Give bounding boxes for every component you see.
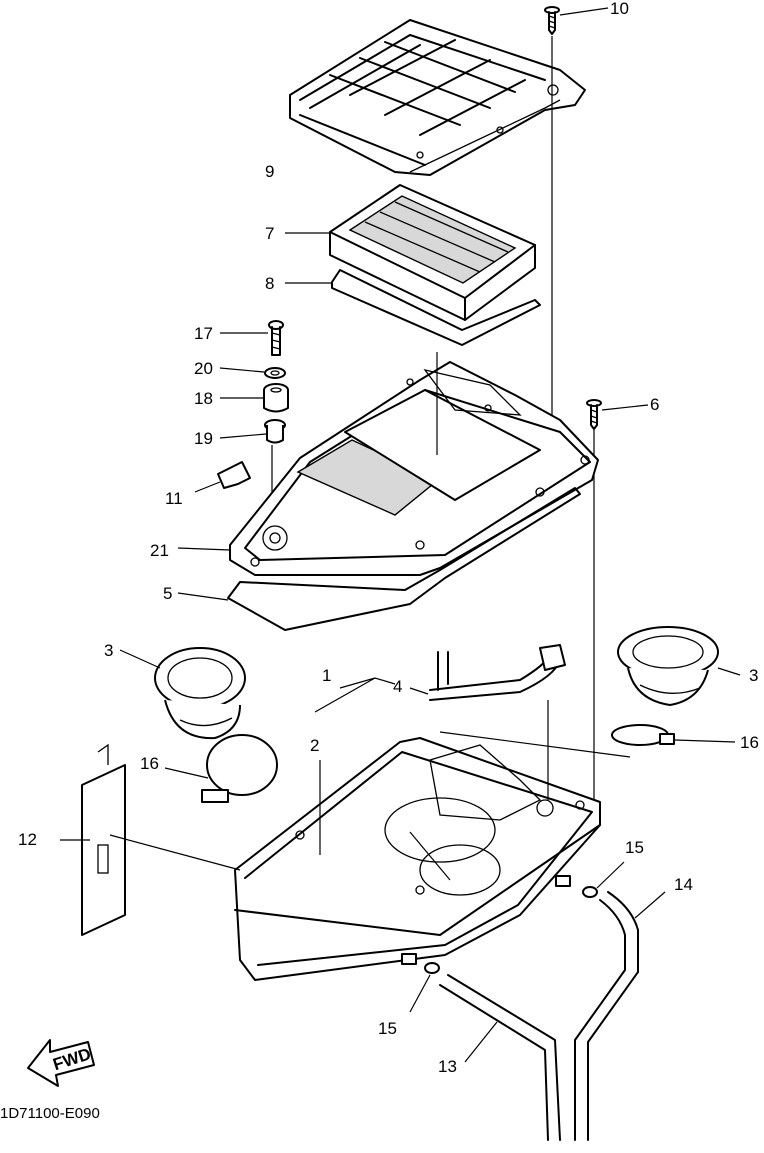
part-8-gasket <box>285 269 541 346</box>
callout-12: 12 <box>18 830 37 849</box>
part-3-joint-right <box>617 626 741 706</box>
callout-9: 9 <box>265 162 274 181</box>
lower-air-box-case <box>234 700 631 981</box>
callout-21: 21 <box>150 541 169 560</box>
part-16-clamp-left <box>164 734 278 803</box>
callout-5: 5 <box>163 584 172 603</box>
callout-4: 4 <box>393 677 402 696</box>
callout-14: 14 <box>674 875 693 894</box>
callout-1: 1 <box>322 666 331 685</box>
part-7-air-filter-element <box>285 184 536 321</box>
callout-10: 10 <box>610 0 629 18</box>
part-12-caution-label <box>60 743 241 936</box>
part-1-bracket-lines <box>314 677 396 713</box>
callout-15-right: 15 <box>625 838 644 857</box>
callout-20: 20 <box>194 359 213 378</box>
upper-air-box-case <box>177 352 599 576</box>
callout-16-left: 16 <box>140 754 159 773</box>
callout-15-left: 15 <box>378 1019 397 1038</box>
callout-17: 17 <box>194 324 213 343</box>
part-14-drain-hose <box>574 891 666 1141</box>
callout-7: 7 <box>265 224 274 243</box>
callout-19: 19 <box>194 429 213 448</box>
callout-6: 6 <box>650 395 659 414</box>
callout-3-right: 3 <box>749 666 758 685</box>
callout-18: 18 <box>194 389 213 408</box>
callout-13: 13 <box>438 1057 457 1076</box>
callout-3-left: 3 <box>104 641 113 660</box>
part-17-bolt <box>220 320 284 356</box>
callout-11: 11 <box>165 489 183 508</box>
part-20-washer <box>219 367 286 379</box>
part-18-grommet <box>220 383 289 413</box>
part-19-collar <box>219 419 286 540</box>
part-4-breather-hose <box>409 644 566 701</box>
callout-2: 2 <box>310 736 319 755</box>
callout-8: 8 <box>265 274 274 293</box>
part-9-air-filter-cover <box>289 19 586 176</box>
part-13-drain-hose <box>439 974 561 1141</box>
part-10-screw <box>544 6 609 440</box>
part-11-label <box>194 461 251 493</box>
part-16-clamp-right <box>611 724 736 746</box>
part-3-joint-left <box>119 647 246 740</box>
part-15-clip-right <box>555 861 625 898</box>
fwd-arrow <box>27 1039 95 1087</box>
callout-labels: 10 9 7 8 17 20 18 6 19 11 21 5 3 1 4 3 2… <box>18 0 759 1076</box>
part-5-seal <box>177 487 581 631</box>
part-6-screw <box>586 399 649 800</box>
callout-16-right: 16 <box>740 733 759 752</box>
drawing-code: 1D71100-E090 <box>0 1105 100 1122</box>
part-15-clip-left <box>401 953 440 1013</box>
